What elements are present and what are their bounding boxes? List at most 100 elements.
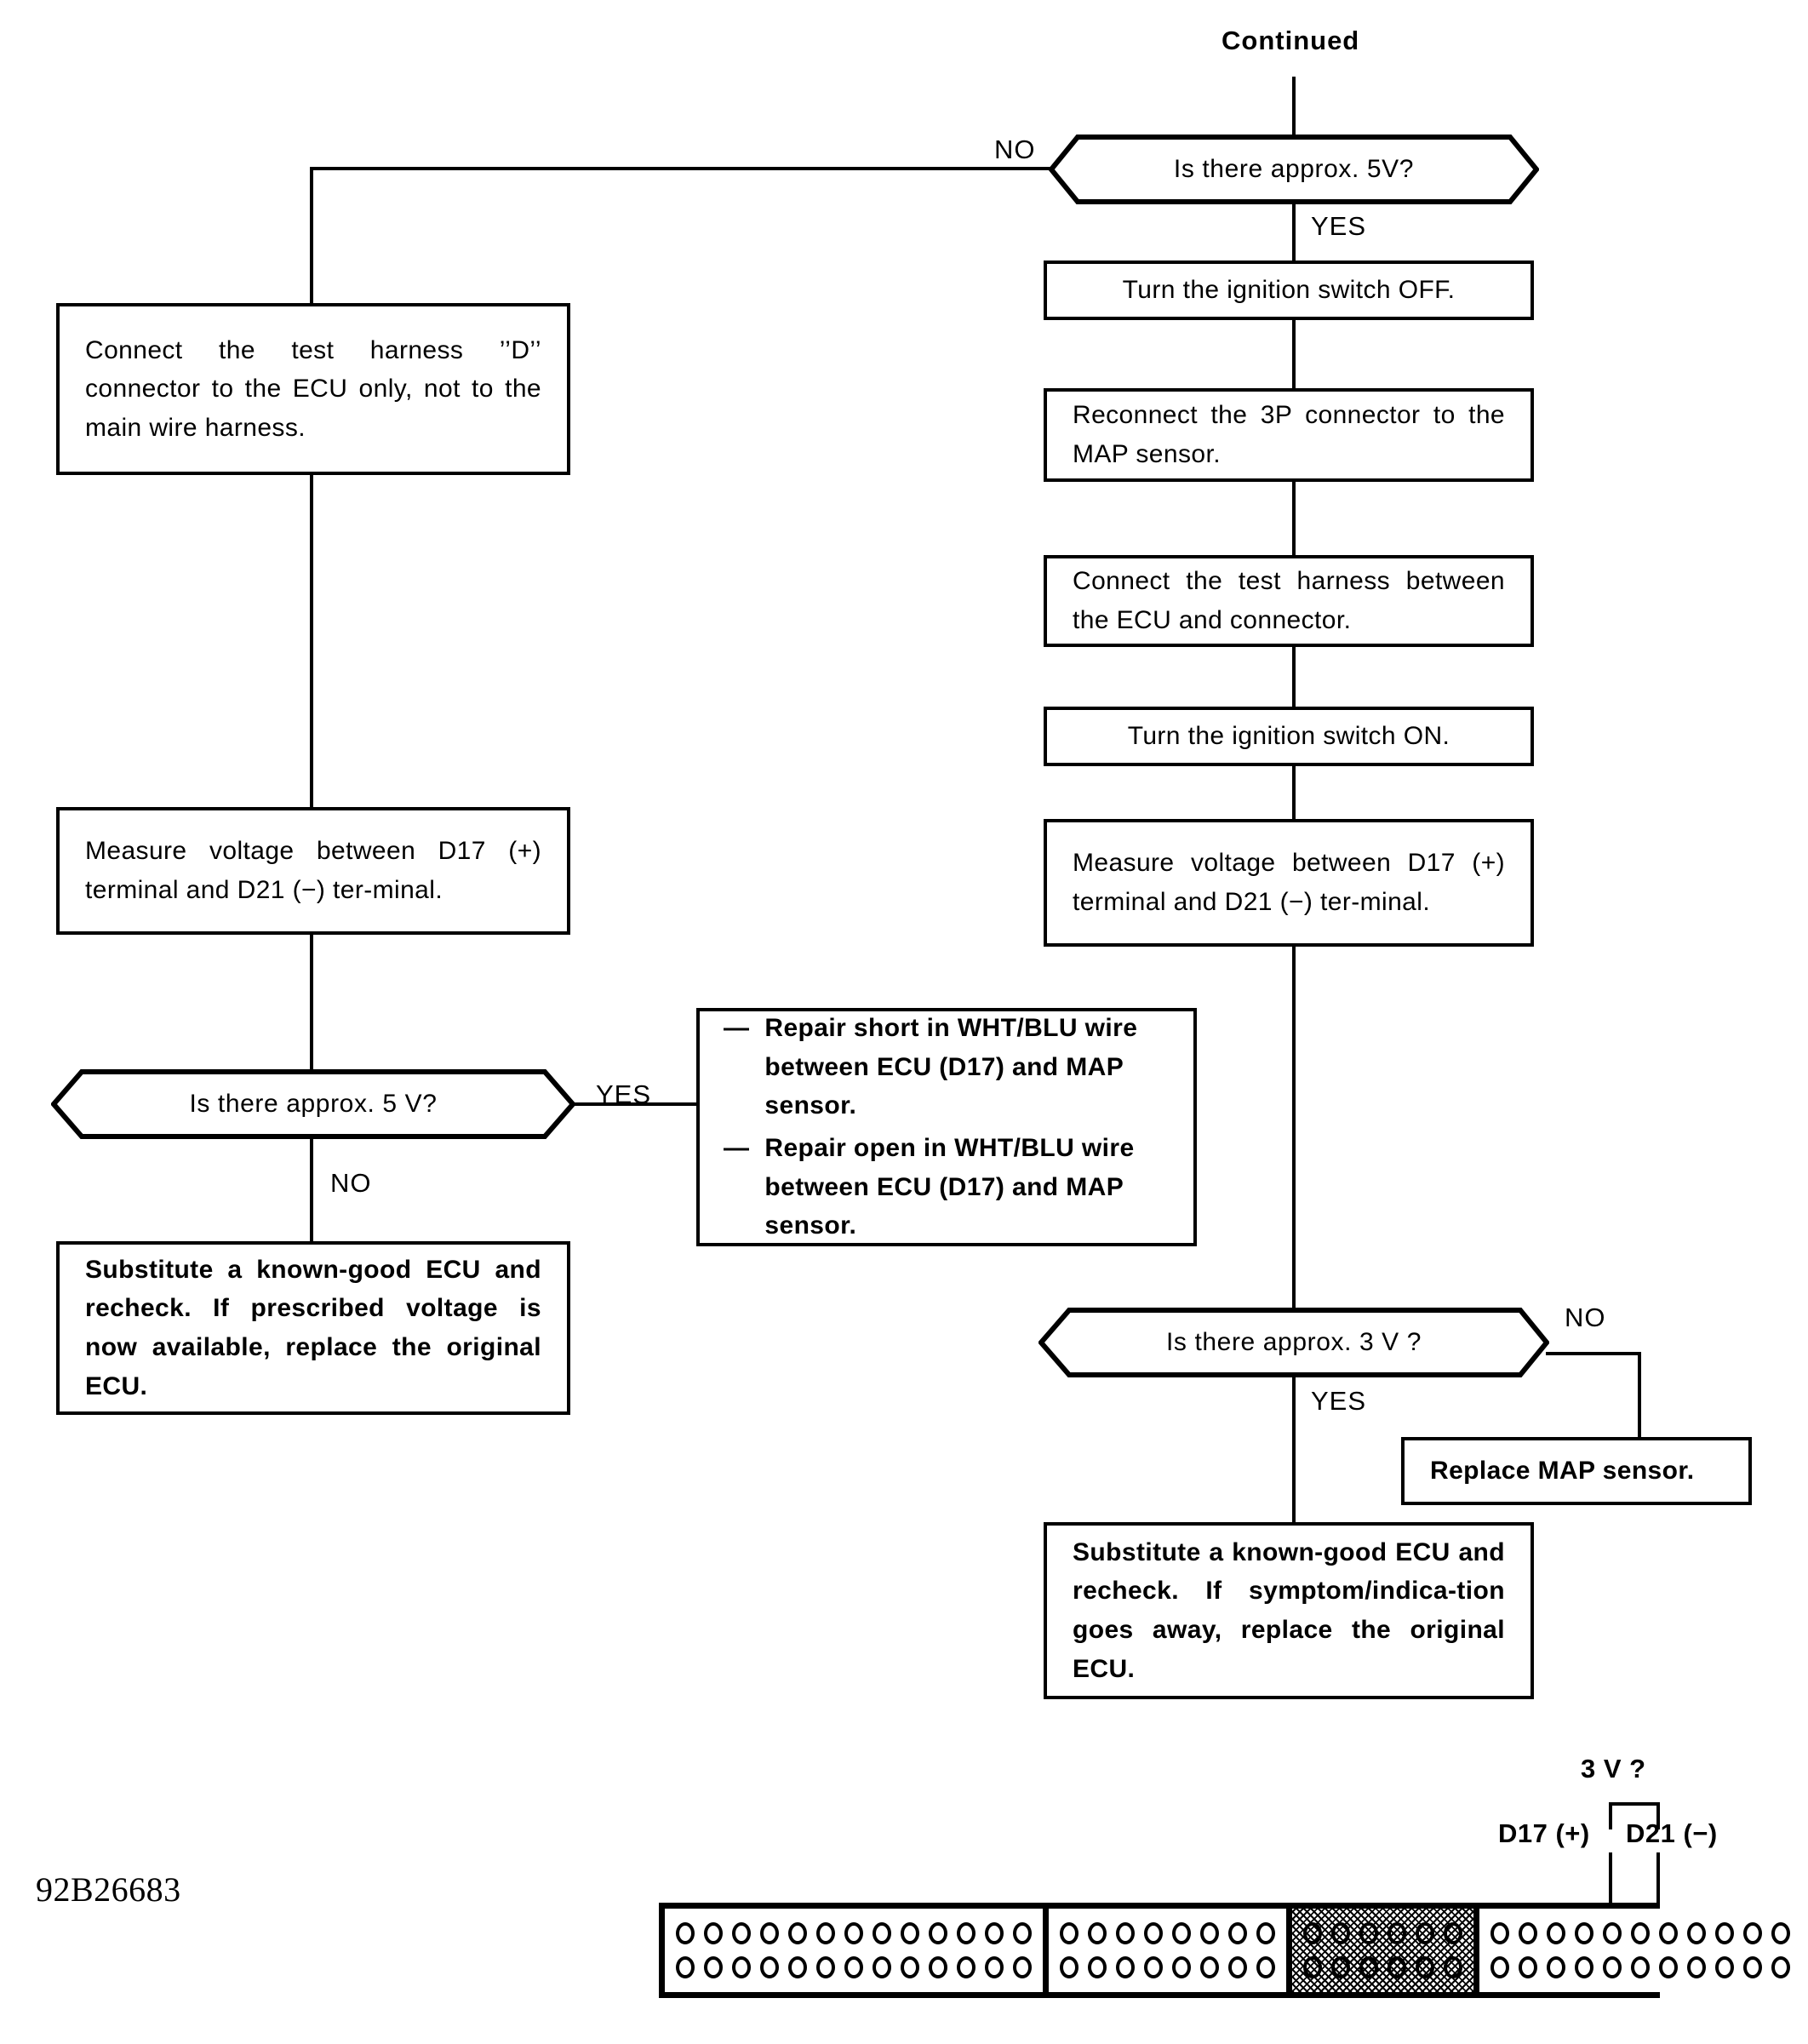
- connector-pin: [1331, 1956, 1350, 1978]
- branch-label-no-top: NO: [994, 135, 1036, 164]
- connector-block-4: [1479, 1909, 1801, 1992]
- connector-pin: [1387, 1922, 1406, 1944]
- decision-is-there-approx-5v-left[interactable]: Is there approx. 5 V?: [51, 1069, 575, 1139]
- line-continued-to-top-decision: [1292, 77, 1296, 138]
- line-bottom-no-down: [1638, 1352, 1641, 1437]
- connector-pin: [957, 1922, 976, 1944]
- connector-pin: [1743, 1956, 1762, 1978]
- connector-pin: [1060, 1922, 1079, 1944]
- line-no-branch-horizontal: [310, 167, 1052, 170]
- connector-pin: [1359, 1922, 1378, 1944]
- line-bottom-yes-to-result: [1292, 1377, 1296, 1522]
- connector-pin: [901, 1956, 919, 1978]
- connector-pin: [929, 1956, 947, 1978]
- connector-pin: [1631, 1922, 1650, 1944]
- probe-bracket-right-leg: [1656, 1802, 1660, 1829]
- connector-pin: [1172, 1956, 1191, 1978]
- line-yes-to-step-1: [1292, 204, 1296, 261]
- connector-pin: [1144, 1922, 1163, 1944]
- line-step1-to-step2: [1292, 320, 1296, 388]
- connector-pin: [788, 1956, 807, 1978]
- connector-row-bottom: [676, 1956, 1032, 1978]
- step-connect-test-harness-d: Connect the test harness ’’D’’ connector…: [56, 303, 570, 475]
- step-turn-ignition-off-text: Turn the ignition switch OFF.: [1122, 276, 1456, 305]
- result-substitute-ecu-left: Substitute a known-good ECU and recheck.…: [56, 1241, 570, 1415]
- connector-pin: [1013, 1922, 1032, 1944]
- step-measure-voltage-left-text: Measure voltage between D17 (+) terminal…: [85, 837, 541, 904]
- probe-lead-d21: [1656, 1852, 1660, 1929]
- connector-pin: [1172, 1922, 1191, 1944]
- connector-pin: [901, 1922, 919, 1944]
- step-turn-ignition-off: Turn the ignition switch OFF.: [1044, 261, 1534, 320]
- connector-pin: [1444, 1922, 1462, 1944]
- decision-is-there-approx-5v-top[interactable]: Is there approx. 5V?: [1049, 135, 1539, 204]
- connector-pin: [957, 1956, 976, 1978]
- connector-pin: [788, 1922, 807, 1944]
- connector-pin: [1200, 1922, 1219, 1944]
- result-replace-map-sensor-text: Replace MAP sensor.: [1430, 1457, 1695, 1486]
- connector-pin: [1743, 1922, 1762, 1944]
- connector-pin: [1575, 1922, 1593, 1944]
- connector-pin: [844, 1922, 863, 1944]
- connector-pin: [1490, 1956, 1509, 1978]
- line-measure-left-to-decision-5v: [310, 935, 313, 1069]
- ecu-connector-pinout: [659, 1903, 1801, 1998]
- connector-row-top: [1303, 1922, 1462, 1944]
- step-measure-voltage-right-text: Measure voltage between D17 (+) terminal…: [1073, 849, 1505, 916]
- step-turn-ignition-on: Turn the ignition switch ON.: [1044, 707, 1534, 766]
- connector-pin: [1575, 1956, 1593, 1978]
- connector-pin: [1200, 1956, 1219, 1978]
- connector-pin: [1116, 1922, 1135, 1944]
- connector-pin: [1547, 1922, 1565, 1944]
- connector-pin: [732, 1956, 751, 1978]
- connector-pin: [816, 1922, 835, 1944]
- connector-pin: [985, 1922, 1004, 1944]
- line-left-step1-to-measure: [310, 475, 313, 807]
- connector-row-bottom: [1060, 1956, 1275, 1978]
- step-connect-test-harness-between: Connect the test harness between the ECU…: [1044, 555, 1534, 647]
- repair-item-1: Repair short in WHT/BLU wire between ECU…: [764, 1014, 1138, 1120]
- line-step2-to-step3: [1292, 482, 1296, 555]
- connector-pin: [1519, 1922, 1537, 1944]
- continued-label: Continued: [1222, 26, 1360, 55]
- connector-pin: [1088, 1922, 1107, 1944]
- connector-pin: [760, 1956, 779, 1978]
- connector-pin: [1659, 1956, 1678, 1978]
- connector-row-bottom: [1490, 1956, 1790, 1978]
- connector-pin: [1687, 1922, 1706, 1944]
- connector-pin: [1256, 1922, 1275, 1944]
- connector-pin: [1519, 1956, 1537, 1978]
- branch-label-yes-top: YES: [1311, 211, 1367, 241]
- connector-pin: [676, 1922, 695, 1944]
- connector-block-1: [665, 1909, 1049, 1992]
- connector-pin: [985, 1956, 1004, 1978]
- connector-pin: [1331, 1922, 1350, 1944]
- probe-voltage-label: 3 V ?: [1581, 1754, 1646, 1783]
- connector-row-top: [676, 1922, 1032, 1944]
- branch-label-no-bottom: NO: [1565, 1303, 1606, 1332]
- step-connect-test-harness-d-text: Connect the test harness ’’D’’ connector…: [85, 335, 541, 442]
- line-left-yes-to-repair: [572, 1102, 696, 1106]
- connector-pin: [1416, 1956, 1434, 1978]
- connector-pin-d17: [1715, 1922, 1734, 1944]
- connector-pin: [1715, 1956, 1734, 1978]
- repair-instructions-list: — Repair short in WHT/BLU wire between E…: [700, 1009, 1193, 1245]
- connector-pin: [1603, 1956, 1622, 1978]
- decision-top-label: Is there approx. 5V?: [1173, 155, 1415, 183]
- probe-negative-label: D21 (−): [1626, 1818, 1718, 1848]
- decision-is-there-approx-3v[interactable]: Is there approx. 3 V ?: [1038, 1308, 1549, 1377]
- connector-pin: [1359, 1956, 1378, 1978]
- line-left-no-to-result: [310, 1139, 313, 1241]
- connector-pin: [1490, 1922, 1509, 1944]
- step-reconnect-3p-connector-text: Reconnect the 3P connector to the MAP se…: [1073, 401, 1505, 468]
- connector-pin: [760, 1922, 779, 1944]
- connector-pin: [1547, 1956, 1565, 1978]
- connector-pin: [676, 1956, 695, 1978]
- connector-pin: [1603, 1922, 1622, 1944]
- connector-pin: [1444, 1956, 1462, 1978]
- connector-pin: [1256, 1956, 1275, 1978]
- branch-label-no-left: NO: [330, 1168, 372, 1198]
- connector-row-bottom: [1303, 1956, 1462, 1978]
- decision-bottom-label: Is there approx. 3 V ?: [1165, 1328, 1422, 1356]
- connector-pin: [929, 1922, 947, 1944]
